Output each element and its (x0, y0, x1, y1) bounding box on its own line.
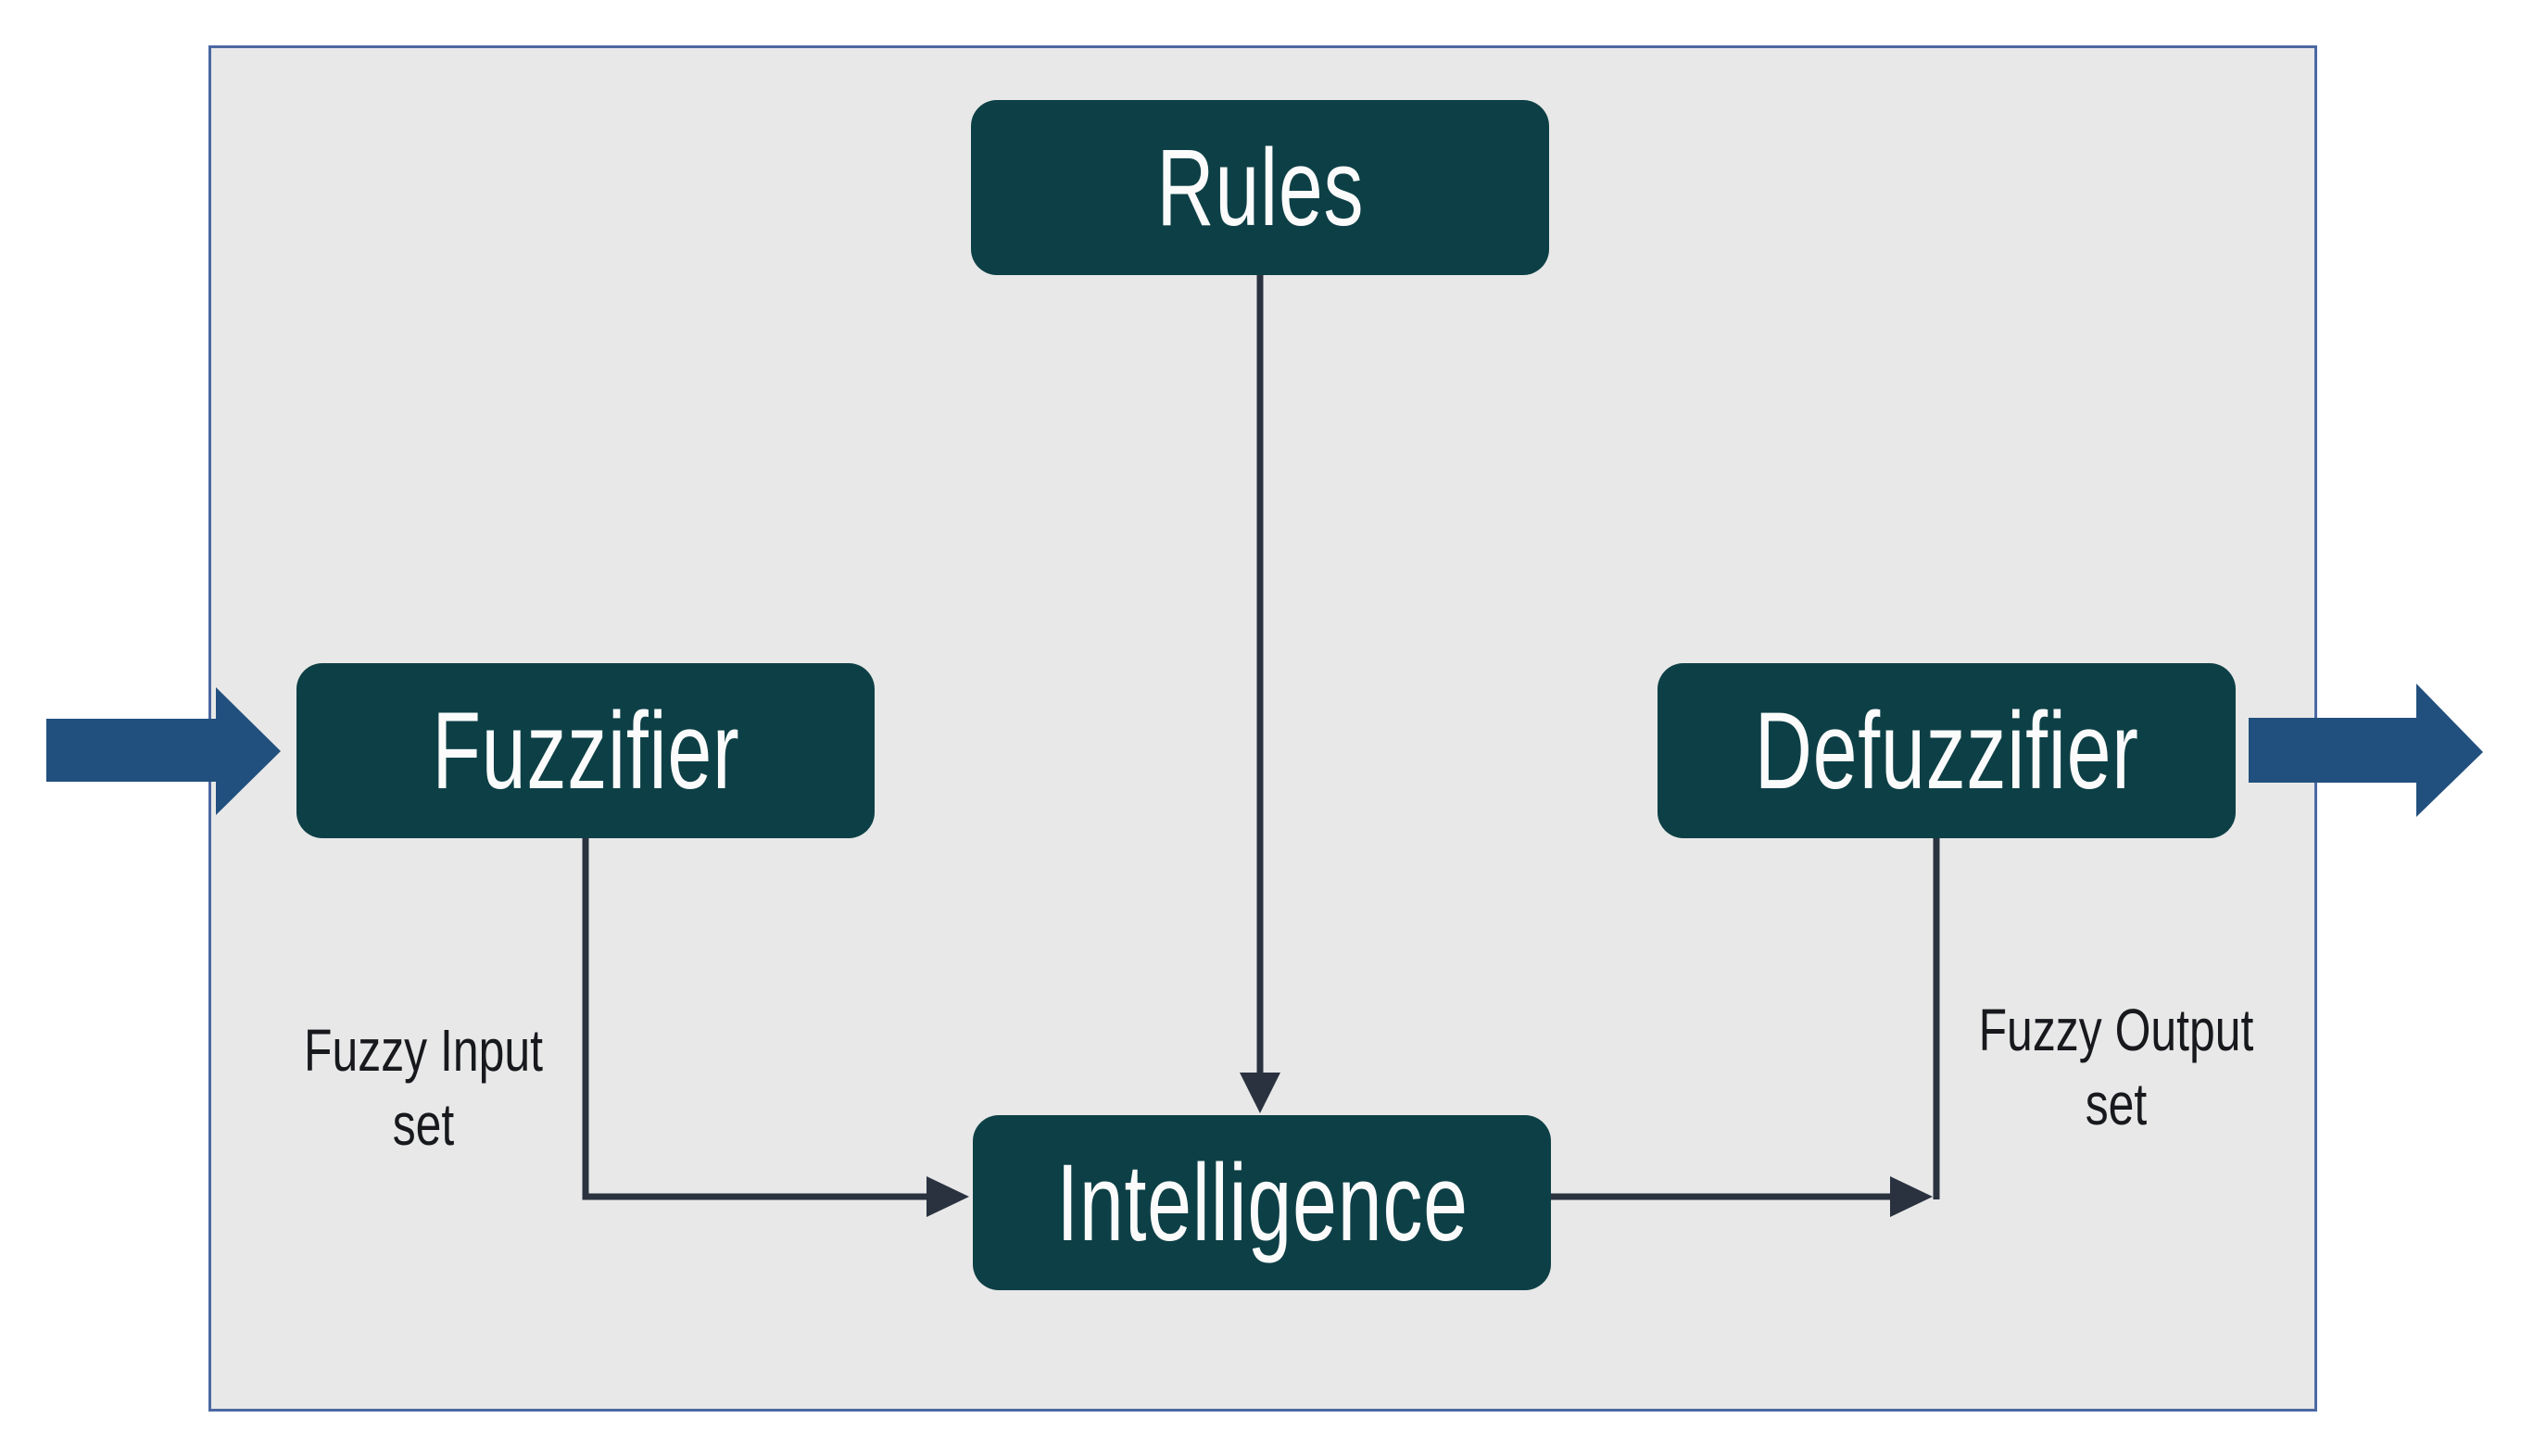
label-fuzzy-output-line2: set (2085, 1071, 2148, 1137)
node-intelligence: Intelligence (973, 1115, 1551, 1290)
node-fuzzifier: Fuzzifier (296, 663, 875, 838)
node-defuzzifier-label: Defuzzifier (1754, 689, 2139, 812)
node-intelligence-label: Intelligence (1055, 1141, 1468, 1264)
label-fuzzy-input-line2: set (392, 1091, 455, 1158)
label-fuzzy-output-line1: Fuzzy Output (1978, 997, 2254, 1063)
label-fuzzy-input-line1: Fuzzy Input (303, 1017, 544, 1084)
label-fuzzy-output-set: Fuzzy Output set (1935, 993, 2297, 1141)
label-fuzzy-input-set: Fuzzy Input set (243, 1013, 604, 1161)
node-defuzzifier: Defuzzifier (1658, 663, 2236, 838)
node-rules: Rules (971, 100, 1549, 275)
node-fuzzifier-label: Fuzzifier (431, 689, 740, 812)
node-rules-label: Rules (1156, 126, 1364, 249)
